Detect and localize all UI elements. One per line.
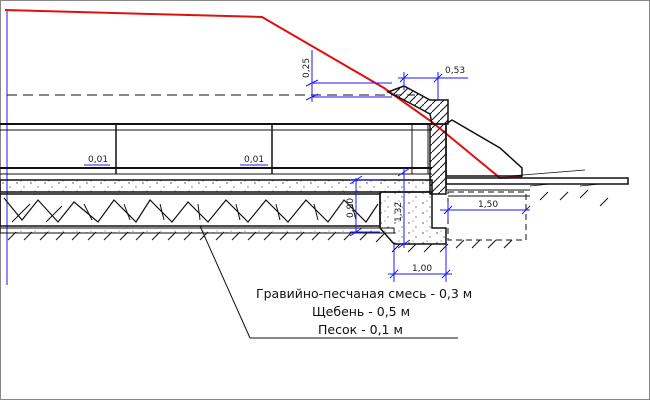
dimension-width-right: 1,50 [440,200,531,220]
leader-line [199,225,458,339]
note-crushed-stone: Щебень - 0,5 м [312,304,410,319]
note-sand: Песок - 0,1 м [318,322,403,337]
dimension-height-top: 0,25 [302,50,392,102]
headwall [386,85,523,195]
width-bottom-label: 1,00 [412,264,432,274]
dimension-slope-right: 0,01 [240,155,268,166]
right-platform [445,169,629,241]
slope-left-label: 0,01 [88,155,108,165]
dimension-width-top: 0,53 [398,66,468,100]
crushed-stone-layer [0,193,381,227]
slope-right-label: 0,01 [244,155,264,165]
dimension-slope-left: 0,01 [84,155,110,166]
culvert-pipe [0,123,432,175]
depth-left-label: 0,90 [346,198,356,218]
width-right-label: 1,50 [478,200,498,210]
depth-right-label: 1,32 [394,202,404,222]
sand-layer [0,227,395,234]
ground-hatch [7,189,609,253]
height-top-label: 0,25 [302,58,312,78]
note-gravel-sand: Гравийно-песчаная смесь - 0,3 м [256,286,472,301]
dimension-depth-right: 1,32 [394,167,411,249]
foundation-slab [0,179,447,245]
dimension-width-bottom: 1,00 [388,244,452,282]
dimension-depth-left: 0,90 [346,175,380,237]
width-top-label: 0,53 [445,66,465,76]
